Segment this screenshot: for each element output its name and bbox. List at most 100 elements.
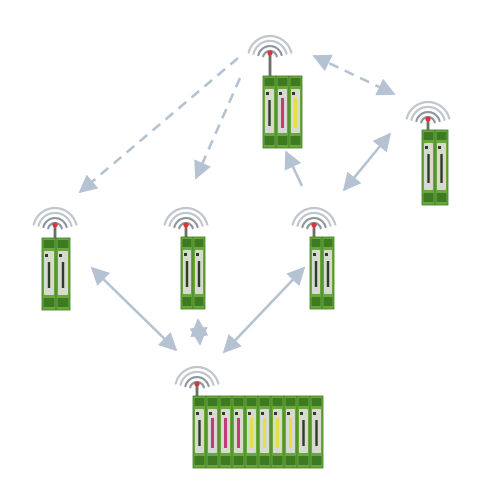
antenna-mast [426,121,430,131]
module-dark-stripe [314,261,318,287]
wave-arc [405,100,451,120]
module-terminal-top [290,78,301,86]
node-middle [163,206,209,310]
signal-waves-icon [174,365,220,389]
node-center-right [291,206,337,310]
module-led [248,412,251,415]
module-terminal-bottom [264,136,275,145]
io-module [296,395,311,469]
node-right [405,100,451,206]
node-top [247,34,303,149]
module-terminal-bottom [182,297,192,306]
module-accent-stripe [237,418,240,448]
antenna-mast [184,227,188,238]
module-led [292,92,295,95]
node-base [174,365,324,469]
module-accent-stripe [263,418,266,448]
module-accent-stripe [211,418,214,448]
module-terminal-top [43,240,55,248]
io-module [192,395,207,469]
module-dark-stripe [427,154,430,183]
module-terminal-bottom [285,456,296,465]
module-led [45,254,48,257]
wave-arc [32,206,78,226]
io-module [55,237,71,311]
module-terminal-top [246,398,257,406]
io-module [257,395,272,469]
link-top-to-center-right [284,150,304,187]
module-led [209,412,212,415]
module-dark-stripe [198,420,201,446]
module-terminal-top [436,132,447,140]
wave-arc [291,206,337,226]
module-accent-stripe [294,98,297,128]
wave-arc [184,376,210,388]
module-terminal-top [207,398,218,406]
module-led [266,92,269,95]
module-led [325,253,328,256]
io-module [275,75,290,149]
module-led [196,253,199,256]
module-led [222,412,225,415]
module-terminal-bottom [220,456,231,465]
io-module [231,395,246,469]
module-terminal-top [220,398,231,406]
module-dark-stripe [185,261,189,287]
module-led [261,412,264,415]
antenna-tip-icon [194,381,200,387]
antenna-mast [53,227,57,239]
module-terminal-bottom [298,456,309,465]
module-led [313,412,316,415]
io-module [309,236,323,310]
io-module [434,129,449,206]
io-module [262,75,277,149]
signal-waves-icon [291,206,337,230]
wave-arc [37,211,73,227]
link-top-to-right [312,54,396,96]
signal-waves-icon [247,34,293,58]
io-module [309,395,324,469]
module-terminal-top [423,132,434,140]
module-terminal-top [311,239,321,247]
module-led [274,412,277,415]
module-led [235,412,238,415]
link-left-to-base [90,266,178,352]
link-middle-to-base [189,318,209,346]
module-dark-stripe [440,154,443,183]
module-terminal-bottom [57,298,69,307]
module-terminal-top [233,398,244,406]
io-module [288,75,303,149]
io-module [283,395,298,469]
module-terminal-top [298,398,309,406]
module-terminal-top [259,398,270,406]
module-led [438,146,441,149]
module-terminal-bottom [233,456,244,465]
signal-waves-icon [163,206,209,230]
module-led [59,254,62,257]
module-dark-stripe [315,420,318,446]
module-accent-stripe [289,418,292,448]
io-module [244,395,259,469]
module-led [313,253,316,256]
module-terminal-top [285,398,296,406]
wave-arc [163,206,209,226]
signal-waves-icon [32,206,78,230]
module-terminal-top [182,239,192,247]
module-terminal-bottom [207,456,218,465]
module-terminal-bottom [311,297,321,306]
module-terminal-bottom [290,136,301,145]
antenna-tip-icon [183,222,189,228]
module-led [287,412,290,415]
io-module [205,395,220,469]
module-led [279,92,282,95]
links-layer [78,54,396,354]
io-module [41,237,57,311]
module-terminal-bottom [194,297,204,306]
module-terminal-bottom [43,298,55,307]
module-dark-stripe [302,420,305,446]
io-module [218,395,233,469]
module-accent-stripe [250,418,253,448]
antenna-mast [195,386,199,397]
antenna-mast [268,55,272,77]
wave-arc [415,111,441,123]
